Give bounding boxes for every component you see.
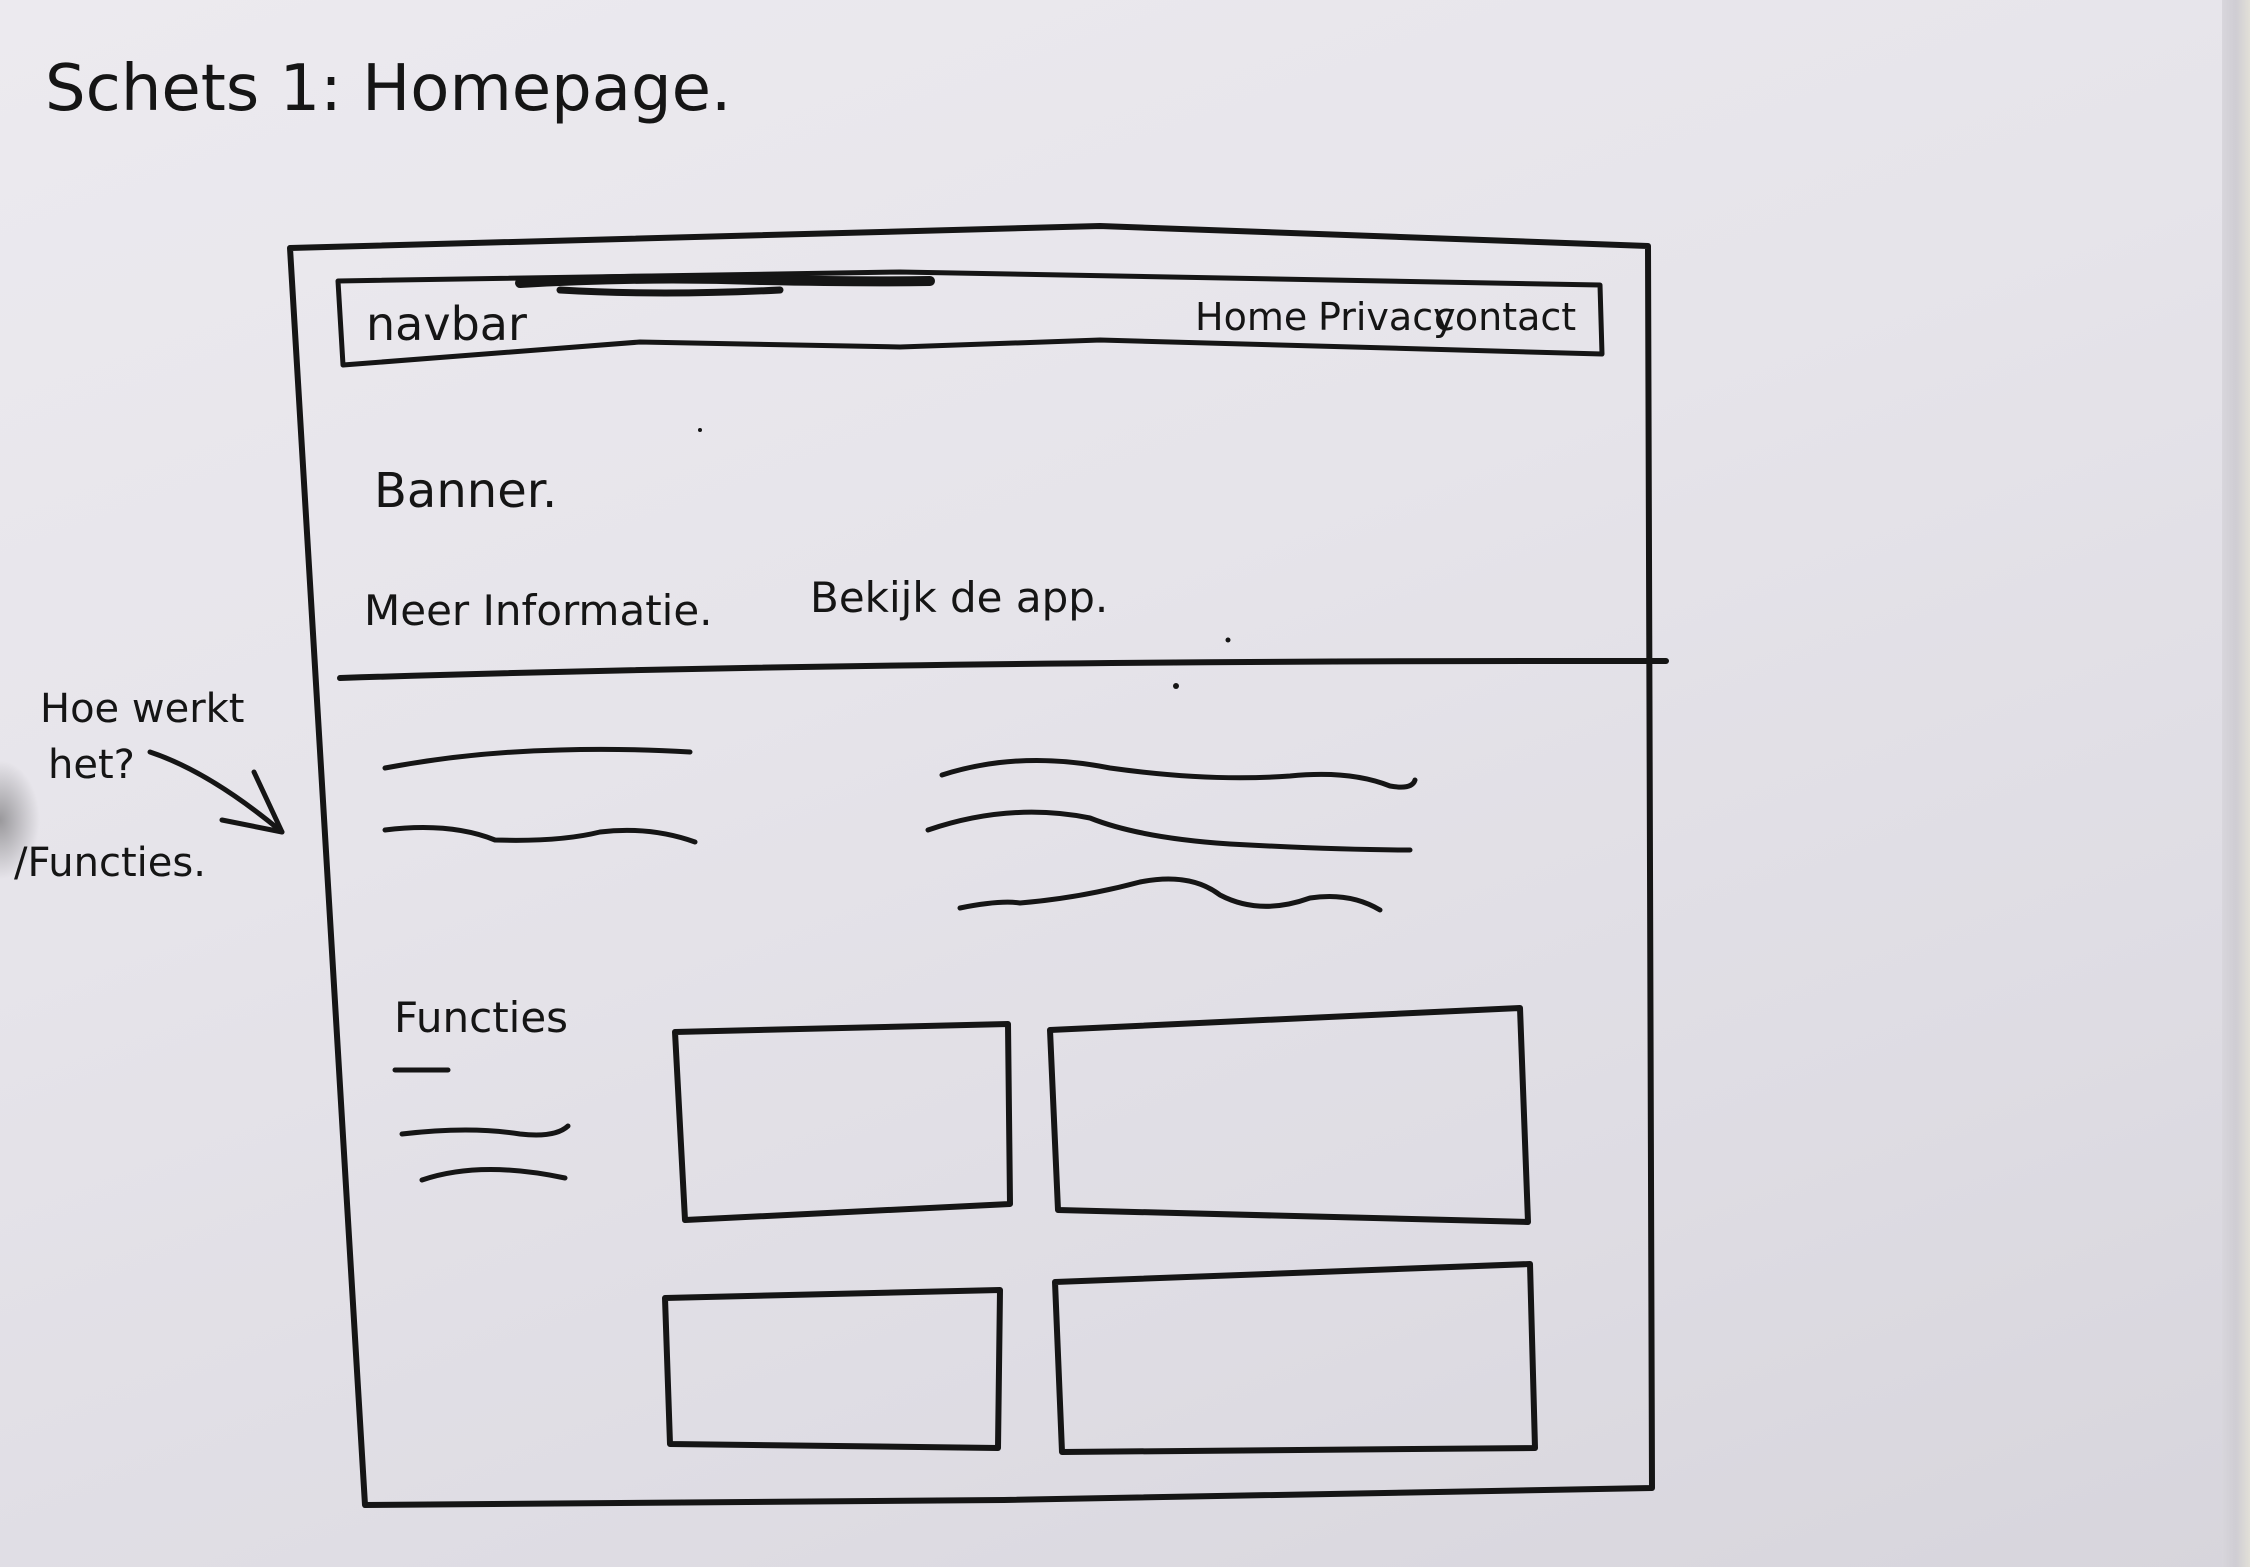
banner-label: Banner. (374, 463, 557, 519)
paper-shadow (0, 760, 40, 880)
nav-link-privacy: Privacy (1318, 295, 1456, 339)
nav-link-home: Home (1195, 295, 1307, 339)
nav-link-contact: contact (1434, 295, 1576, 339)
how-it-works-text-left (382, 746, 698, 845)
sketch-title: Schets 1: Homepage. (45, 52, 731, 126)
arrow-icon (147, 749, 285, 835)
feature-card-2 (1047, 1005, 1531, 1225)
feature-card-3 (662, 1287, 1003, 1451)
side-note-line-2: het? (48, 742, 135, 788)
features-text (392, 1067, 571, 1183)
how-it-works-text-right (925, 757, 1418, 913)
navbar-label: navbar (366, 297, 527, 351)
ink-dots (698, 428, 1231, 689)
banner-button-more-info: Meer Informatie. (364, 586, 713, 635)
features-heading: Functies (394, 993, 568, 1042)
navbar-box (335, 269, 1605, 368)
side-note-line-3: /Functies. (14, 840, 206, 886)
banner-button-view-app: Bekijk de app. (810, 573, 1108, 622)
side-note-line-1: Hoe werkt (40, 686, 245, 732)
feature-card-4 (1052, 1261, 1538, 1455)
banner-divider (337, 657, 1669, 681)
page-frame (287, 223, 1655, 1508)
paper-stack-edge (2222, 0, 2250, 1567)
feature-card-1 (672, 1021, 1013, 1223)
